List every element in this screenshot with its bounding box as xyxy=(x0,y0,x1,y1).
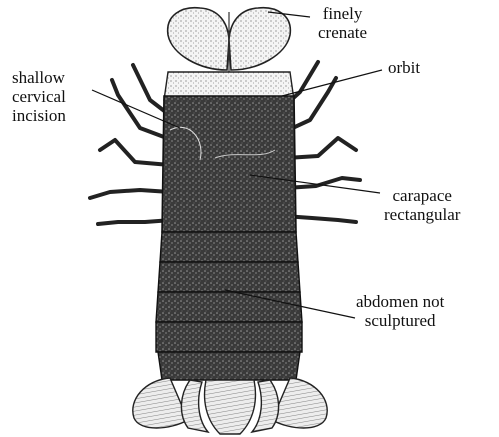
leg-right-3 xyxy=(286,138,356,158)
tail-fan xyxy=(133,378,327,434)
leg-left-5 xyxy=(98,220,172,224)
leg-left-3 xyxy=(100,140,170,165)
antennal-plate-right xyxy=(229,8,290,70)
abdomen xyxy=(156,232,302,380)
label-abdomen-not-sculptured: abdomen not sculptured xyxy=(356,292,444,330)
label-orbit: orbit xyxy=(388,58,420,77)
antennal-plate-left xyxy=(168,8,229,70)
label-carapace-rectangular: carapace rectangular xyxy=(384,186,460,224)
leg-right-4 xyxy=(286,178,360,188)
label-finely-crenate: finely crenate xyxy=(318,4,367,42)
leader-orbit xyxy=(282,70,382,96)
leg-left-4 xyxy=(90,190,170,198)
label-shallow-cervical-incision: shallow cervical incision xyxy=(12,68,66,125)
carapace xyxy=(162,96,296,232)
